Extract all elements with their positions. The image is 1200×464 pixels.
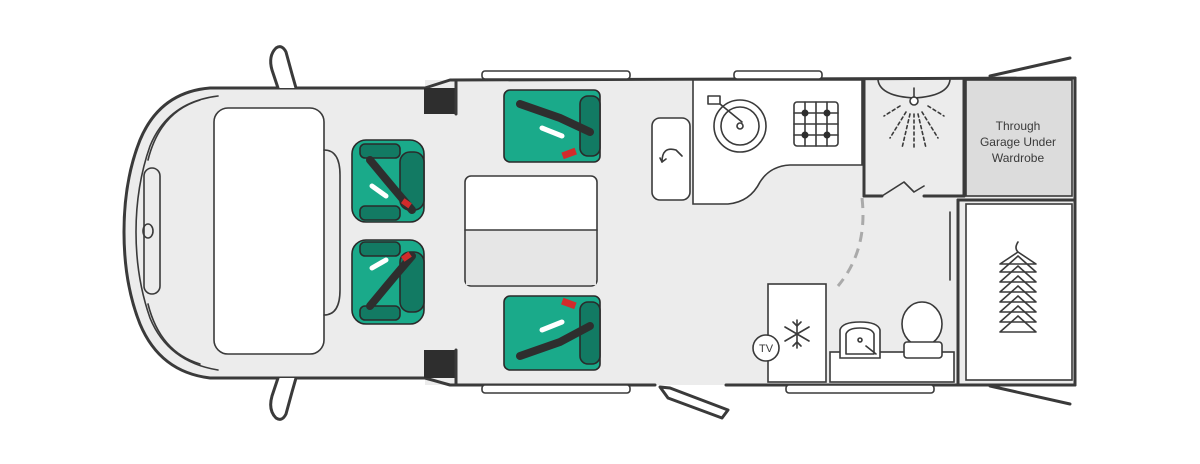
shower-room bbox=[862, 78, 966, 198]
window-bottom-left bbox=[481, 384, 631, 394]
windscreen bbox=[213, 107, 325, 355]
steering-badge bbox=[142, 223, 154, 239]
wing-mirror-bottom bbox=[269, 376, 298, 421]
garage-label-line-2: Garage Under bbox=[980, 135, 1056, 149]
cab-pillar-top bbox=[424, 88, 456, 114]
garage-label-line-3: Wardrobe bbox=[992, 151, 1045, 165]
cab-seat-driver bbox=[351, 139, 425, 223]
tv-point-icon: TV bbox=[752, 334, 780, 362]
window-top-left bbox=[481, 70, 631, 80]
gas-hob-icon bbox=[793, 101, 839, 147]
tv-label: TV bbox=[759, 343, 774, 355]
garage-label-line-1: Through bbox=[996, 119, 1041, 133]
washbasin-icon bbox=[839, 321, 881, 359]
wing-mirror-top bbox=[269, 45, 298, 90]
cab-seat-passenger bbox=[351, 239, 425, 325]
shower-icon bbox=[883, 87, 945, 151]
clothes-hanger-icon bbox=[999, 241, 1037, 333]
dining-table bbox=[464, 175, 598, 287]
lounge-seat-bottom bbox=[503, 295, 601, 371]
sink-icon bbox=[707, 95, 767, 153]
swivel-side-unit bbox=[651, 117, 691, 201]
toilet-icon bbox=[901, 301, 943, 359]
fridge-unit: TV bbox=[752, 283, 827, 383]
snowflake-icon bbox=[784, 319, 810, 349]
cab-pillar-bottom bbox=[424, 350, 456, 378]
wardrobe bbox=[965, 203, 1073, 381]
through-garage: Through Garage Under Wardrobe bbox=[965, 79, 1073, 197]
washroom bbox=[829, 301, 955, 383]
window-bottom-right bbox=[785, 384, 935, 394]
kitchen-counter bbox=[651, 79, 863, 205]
vehicle-cab bbox=[122, 86, 427, 380]
lounge-seat-top bbox=[503, 89, 601, 163]
window-top-mid bbox=[733, 70, 823, 80]
entrance-door bbox=[658, 385, 730, 420]
